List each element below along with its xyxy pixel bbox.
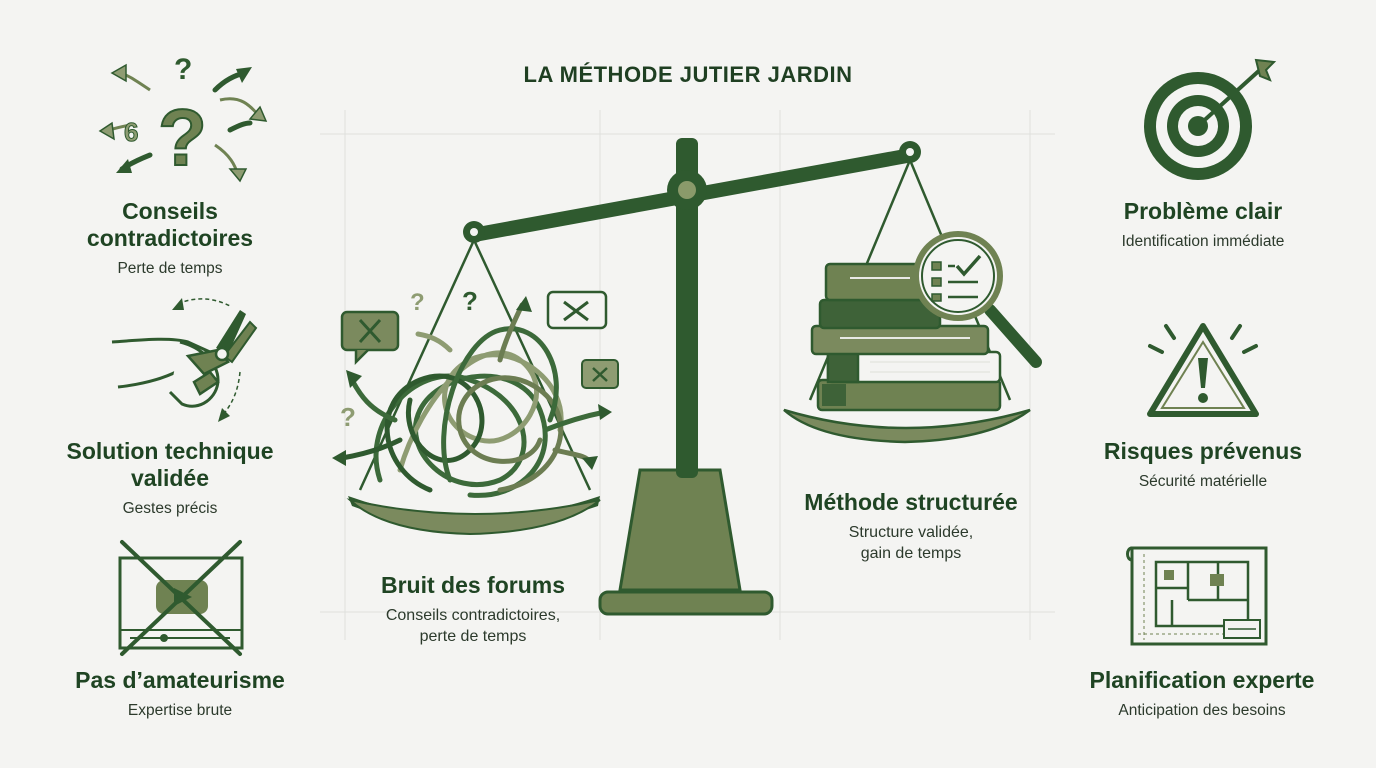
target-icon <box>1144 58 1277 180</box>
feature-probleme: Problème clair Identification immédiate <box>1075 198 1331 252</box>
svg-text:?: ? <box>158 93 207 182</box>
feature-title: Planification experte <box>1089 667 1315 693</box>
left-pan-title: Bruit des forums <box>380 572 566 598</box>
svg-text:?: ? <box>462 286 478 316</box>
right-pan-subtitle: Structure validée,gain de temps <box>848 524 974 562</box>
feature-title: Pas d’amateurisme <box>75 667 285 693</box>
right-pan-title: Méthode structurée <box>804 489 1018 515</box>
page-title: LA MÉTHODE JUTIER JARDIN <box>523 62 853 87</box>
feature-subtitle: Sécurité matérielle <box>1138 473 1268 490</box>
feature-subtitle: Anticipation des besoins <box>1118 702 1286 719</box>
left-pan-caption: Bruit des forums Conseils contradictoire… <box>335 572 611 647</box>
crossed-video-icon <box>118 540 244 656</box>
feature-amateurisme: Pas d’amateurisme Expertise brute <box>40 667 320 721</box>
feature-subtitle: Gestes précis <box>122 500 218 517</box>
pruning-shears-icon <box>111 298 258 422</box>
svg-text:?: ? <box>340 402 356 432</box>
feature-risques: Risques prévenus Sécurité matérielle <box>1075 438 1331 492</box>
contradictory-arrows-icon: ? ? 6 <box>98 53 268 183</box>
feature-planification: Planification experte Anticipation des b… <box>1060 667 1344 721</box>
left-pan-subtitle: Conseils contradictoires,perte de temps <box>385 607 561 645</box>
crossed-bubble-icon <box>340 290 619 389</box>
feature-subtitle: Identification immédiate <box>1121 233 1285 250</box>
feature-title: Problème clair <box>1123 198 1283 224</box>
feature-title: Risques prévenus <box>1103 438 1303 464</box>
svg-text:?: ? <box>410 289 425 316</box>
blueprint-icon <box>1126 546 1268 646</box>
feature-subtitle: Perte de temps <box>117 260 223 277</box>
right-pan-caption: Méthode structurée Structure validée,gai… <box>775 489 1047 564</box>
warning-icon <box>1147 323 1259 417</box>
svg-text:?: ? <box>174 53 192 86</box>
svg-text:6: 6 <box>124 117 138 147</box>
feature-subtitle: Expertise brute <box>127 702 233 719</box>
